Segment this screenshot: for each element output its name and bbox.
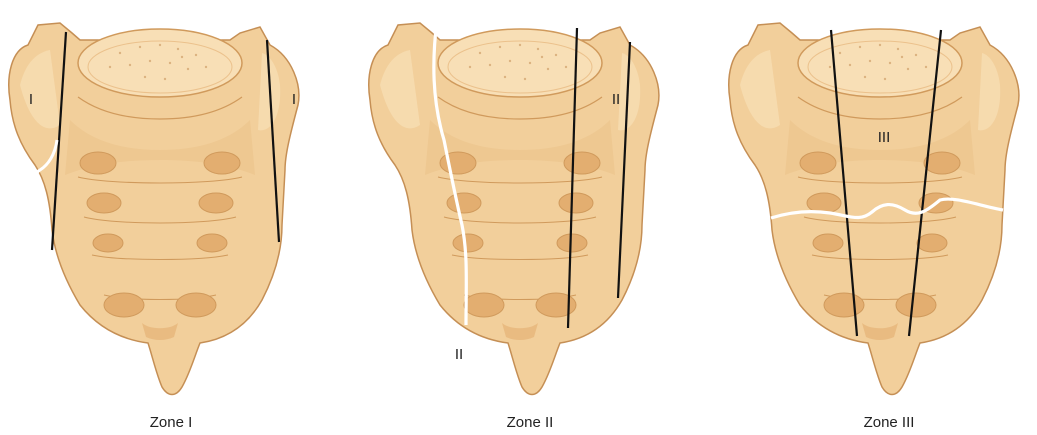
- panel-zone-2: II II Zone II: [369, 20, 659, 431]
- panel-caption: Zone II: [507, 414, 554, 431]
- fracture-label: III: [878, 129, 891, 146]
- fracture-label-top: II: [612, 91, 620, 108]
- sacrum-illustration-2: [369, 23, 659, 395]
- panel-caption: Zone I: [150, 414, 193, 431]
- panel-caption: Zone III: [864, 414, 915, 431]
- fracture-label-left: I: [29, 91, 33, 108]
- fracture-label-bottom: II: [455, 346, 463, 363]
- panel-zone-1: I I Zone I: [9, 23, 299, 431]
- panel-zone-3: III Zone III: [729, 23, 1019, 431]
- sacrum-illustration-1: [9, 23, 299, 395]
- fracture-label-right: I: [292, 91, 296, 108]
